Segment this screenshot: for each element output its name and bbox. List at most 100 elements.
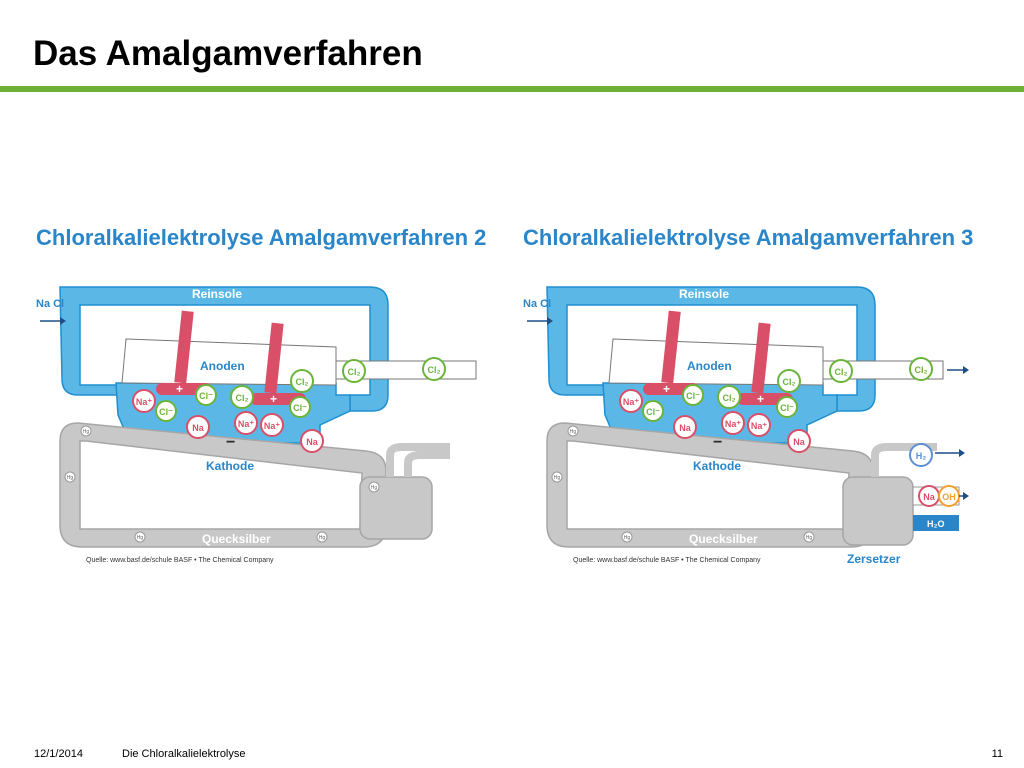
anode-plus: + <box>270 392 277 406</box>
feed-arrowhead <box>547 317 553 325</box>
svg-text:Na: Na <box>793 437 805 447</box>
svg-text:Cl₂: Cl₂ <box>915 365 928 375</box>
ion-cl2: Cl₂ <box>342 359 366 383</box>
feed-label: Na Cl <box>36 298 64 310</box>
decomposer-label: Zersetzer <box>847 552 901 566</box>
anode-plus: + <box>757 392 764 406</box>
footer-title: Die Chloralkalielektrolyse <box>122 748 246 760</box>
svg-text:Cl₂: Cl₂ <box>723 393 736 403</box>
cathode-minus: − <box>226 434 235 451</box>
mercury-label: Quecksilber <box>689 532 758 546</box>
diagram-heading: Chloralkalielektrolyse Amalgamverfahren … <box>36 225 486 250</box>
ion-cl2: Cl₂ <box>829 359 853 383</box>
ion-hg: Hg <box>80 425 92 437</box>
ion-na-plus: Na⁺ <box>234 411 258 435</box>
ion-cl2: Cl₂ <box>230 385 254 409</box>
svg-text:Cl⁻: Cl⁻ <box>293 403 307 413</box>
brine-loop-label: Reinsole <box>679 287 729 301</box>
svg-text:Hg: Hg <box>624 535 631 541</box>
brine-loop-pipe <box>546 286 876 412</box>
svg-text:Hg: Hg <box>371 485 378 491</box>
ion-hg: Hg <box>621 531 633 543</box>
ion-cl2: Cl₂ <box>422 357 446 381</box>
svg-text:H₂: H₂ <box>916 451 927 461</box>
feed-arrowhead <box>60 317 66 325</box>
ion-na: Na <box>673 415 697 439</box>
svg-text:Hg: Hg <box>83 429 90 435</box>
ion-hg: Hg <box>551 471 563 483</box>
diagram-amalgam-3: Chloralkalielektrolyse Amalgamverfahren … <box>523 225 973 566</box>
svg-text:Cl₂: Cl₂ <box>236 393 249 403</box>
svg-text:Na: Na <box>306 437 318 447</box>
product-na: Na <box>918 485 940 507</box>
anode-plus: + <box>176 382 183 396</box>
cathode-minus: − <box>713 434 722 451</box>
ion-cl2: Cl₂ <box>290 369 314 393</box>
svg-text:Na⁺: Na⁺ <box>264 421 281 431</box>
diagram-heading-text: Chloralkalielektrolyse Amalgamverfahren … <box>523 225 973 250</box>
svg-text:Na⁺: Na⁺ <box>623 397 640 407</box>
ion-hg: Hg <box>134 531 146 543</box>
hydrogen-pipe <box>871 443 937 477</box>
source-label: Quelle: www.basf.de/schule BASF • The Ch… <box>573 557 761 564</box>
chlorine-out-arrowhead <box>963 366 969 374</box>
brine-loop-pipe <box>59 286 389 412</box>
svg-text:Cl⁻: Cl⁻ <box>780 403 794 413</box>
ion-cl-minus: Cl⁻ <box>155 400 177 422</box>
ion-na-plus: Na⁺ <box>619 389 643 413</box>
ion-na-plus: Na⁺ <box>132 389 156 413</box>
mercury-loop <box>59 422 387 548</box>
svg-text:Hg: Hg <box>67 475 74 481</box>
ion-hg: Hg <box>316 531 328 543</box>
mercury-label: Quecksilber <box>202 532 271 546</box>
svg-text:Cl⁻: Cl⁻ <box>199 391 213 401</box>
brine-loop-label: Reinsole <box>192 287 242 301</box>
ion-hg: Hg <box>567 425 579 437</box>
anode-rod <box>264 322 284 394</box>
ion-cl-minus: Cl⁻ <box>289 396 311 418</box>
ion-cl-minus: Cl⁻ <box>642 400 664 422</box>
water-inlet <box>913 515 959 531</box>
ion-cl-minus: Cl⁻ <box>195 384 217 406</box>
ion-hg: Hg <box>368 481 380 493</box>
svg-text:Hg: Hg <box>319 535 326 541</box>
ion-cl-minus: Cl⁻ <box>682 384 704 406</box>
feed-label: Na Cl <box>523 298 551 310</box>
ion-cl-minus: Cl⁻ <box>776 396 798 418</box>
ion-cl2: Cl₂ <box>777 369 801 393</box>
svg-text:Cl⁻: Cl⁻ <box>159 407 173 417</box>
product-h2: H₂ <box>909 443 933 467</box>
water-in-label: H₂O <box>927 519 945 529</box>
ion-na-plus: Na⁺ <box>747 413 771 437</box>
footer-page-number: 11 <box>991 748 1003 760</box>
svg-text:Hg: Hg <box>806 535 813 541</box>
ion-na-plus: Na⁺ <box>721 411 745 435</box>
svg-text:Na⁺: Na⁺ <box>725 419 742 429</box>
svg-text:OH: OH <box>942 492 956 502</box>
svg-text:Na: Na <box>679 423 691 433</box>
ion-na: Na <box>300 429 324 453</box>
mercury-loop <box>546 422 874 548</box>
ion-hg: Hg <box>803 531 815 543</box>
slide-title: Das Amalgamverfahren <box>33 34 423 73</box>
mercury-box <box>359 476 433 540</box>
svg-text:Na: Na <box>192 423 204 433</box>
ion-cl2: Cl₂ <box>909 357 933 381</box>
svg-text:Na⁺: Na⁺ <box>238 419 255 429</box>
svg-text:Hg: Hg <box>554 475 561 481</box>
svg-text:Cl₂: Cl₂ <box>296 377 309 387</box>
svg-text:Cl₂: Cl₂ <box>348 367 361 377</box>
svg-text:Cl₂: Cl₂ <box>835 367 848 377</box>
svg-text:Na: Na <box>923 492 935 502</box>
svg-text:Hg: Hg <box>570 429 577 435</box>
svg-text:Cl₂: Cl₂ <box>428 365 441 375</box>
anodes-label: Anoden <box>200 359 245 373</box>
svg-text:Na⁺: Na⁺ <box>751 421 768 431</box>
cathode-label: Kathode <box>693 459 741 473</box>
diagram-amalgam-2: Chloralkalielektrolyse Amalgamverfahren … <box>36 225 486 564</box>
ion-na: Na <box>787 429 811 453</box>
svg-text:Cl⁻: Cl⁻ <box>646 407 660 417</box>
product-oh: OH <box>938 485 960 507</box>
footer-date: 12/1/2014 <box>34 748 83 760</box>
cathode-label: Kathode <box>206 459 254 473</box>
